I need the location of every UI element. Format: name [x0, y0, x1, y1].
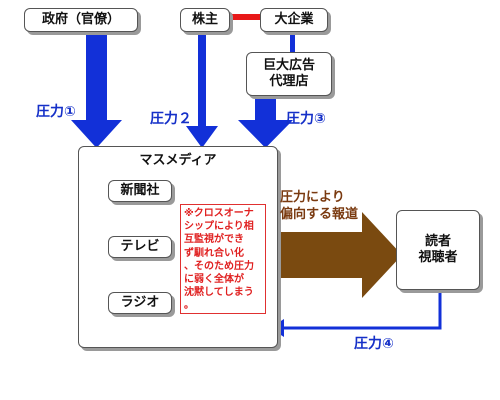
reader-label-line2: 視聴者 — [418, 250, 458, 265]
biased-report-line1: 圧力により — [280, 190, 345, 205]
note-line-2: シップにより相 — [184, 221, 254, 233]
cross-ownership-note: ※クロスオーナ シップにより相 互監視ができ ず馴れ合い化 、そのため圧力 に弱… — [180, 204, 266, 314]
biased-report-arrow — [278, 212, 402, 298]
big-corp-box: 大企業 — [260, 8, 328, 32]
pressure-label-2: 圧力２ — [150, 111, 192, 127]
reader-box: 読者 視聴者 — [396, 210, 480, 290]
pressure-arrow-3 — [238, 97, 293, 148]
mass-media-title: マスメディア — [139, 153, 217, 168]
shareholders-box: 株主 — [180, 8, 230, 32]
ad-agency-label-line2: 代理店 — [269, 74, 309, 89]
radio-label: ラジオ — [120, 294, 160, 310]
pressure-arrow-1 — [71, 30, 122, 148]
shareholders-label: 株主 — [191, 11, 218, 27]
note-line-7: 沈黙してしまう — [184, 287, 254, 299]
ad-agency-box: 巨大広告 代理店 — [246, 52, 332, 96]
pressure-label-4: 圧力④ — [354, 336, 394, 352]
biased-report-label: 圧力により 偏向する報道 — [280, 190, 358, 224]
radio-box: ラジオ — [108, 292, 172, 314]
pressure-arrow-2 — [186, 30, 218, 148]
note-line-8: 。 — [184, 300, 194, 312]
note-line-4: ず馴れ合い化 — [184, 247, 244, 259]
pressure-label-3: 圧力③ — [286, 111, 326, 127]
note-line-6: に弱く全体が — [184, 273, 244, 285]
tv-box: テレビ — [108, 236, 172, 258]
pressure-arrow-4 — [281, 290, 442, 330]
government-box: 政府（官僚） — [24, 8, 138, 32]
shareholder-corp-link — [229, 14, 261, 20]
tv-label: テレビ — [120, 238, 160, 254]
newspaper-label: 新聞社 — [120, 182, 160, 198]
corp-agency-connector — [290, 30, 295, 52]
reader-label-line1: 読者 — [424, 233, 451, 249]
note-line-5: 、そのため圧力 — [184, 260, 254, 272]
government-label: 政府（官僚） — [41, 11, 120, 27]
newspaper-box: 新聞社 — [108, 180, 172, 202]
big-corp-label: 大企業 — [274, 11, 314, 27]
note-line-3: 互監視ができ — [184, 234, 244, 246]
note-line-1: ※クロスオーナ — [184, 208, 254, 219]
biased-report-line2: 偏向する報道 — [280, 206, 359, 222]
ad-agency-label-line1: 巨大広告 — [262, 57, 315, 73]
pressure-label-1: 圧力① — [36, 104, 76, 120]
